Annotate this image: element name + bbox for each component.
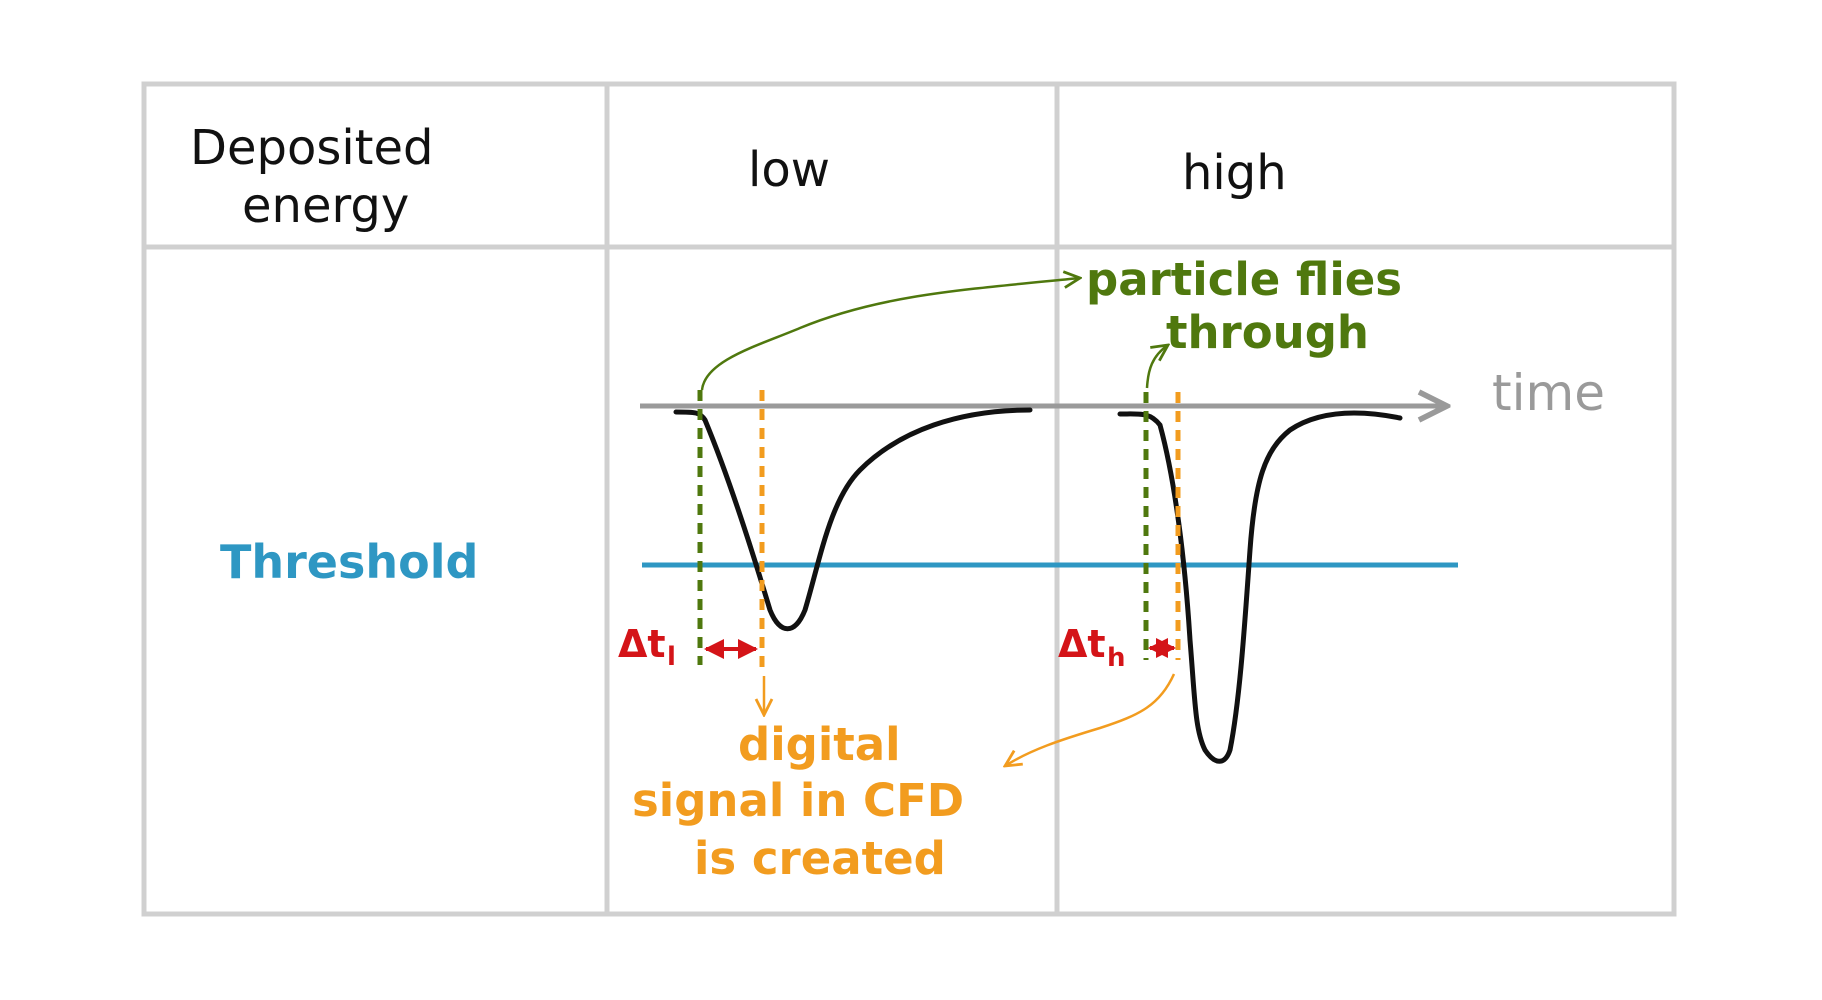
time-label: time	[1492, 364, 1605, 422]
high-energy-pulse	[1117, 410, 1403, 764]
particle-text-1: particle flies	[1086, 253, 1402, 306]
threshold-label: Threshold	[220, 535, 478, 589]
delta-label-high: Δt	[1058, 622, 1106, 666]
cfd-text-3: is created	[694, 832, 946, 885]
cfd-text-2: signal in CFD	[632, 774, 964, 827]
header-high: high	[1182, 145, 1287, 201]
cfd-arrow-high	[1005, 673, 1176, 766]
header-low: low	[748, 142, 830, 198]
cfd-text-1: digital	[738, 718, 901, 771]
particle-arrow-low	[700, 278, 1080, 391]
table-grid	[141, 81, 1677, 917]
particle-arrow-high	[1145, 345, 1168, 389]
table-border	[141, 81, 1677, 917]
delta-label-low: Δt	[618, 622, 666, 666]
low-energy-pulse	[673, 407, 1033, 632]
header-deposited: Deposited	[190, 120, 434, 176]
delta-sub-high: h	[1107, 643, 1126, 673]
delta-sub-low: l	[667, 642, 676, 672]
particle-text-2: through	[1166, 306, 1369, 359]
header-energy: energy	[242, 178, 409, 234]
